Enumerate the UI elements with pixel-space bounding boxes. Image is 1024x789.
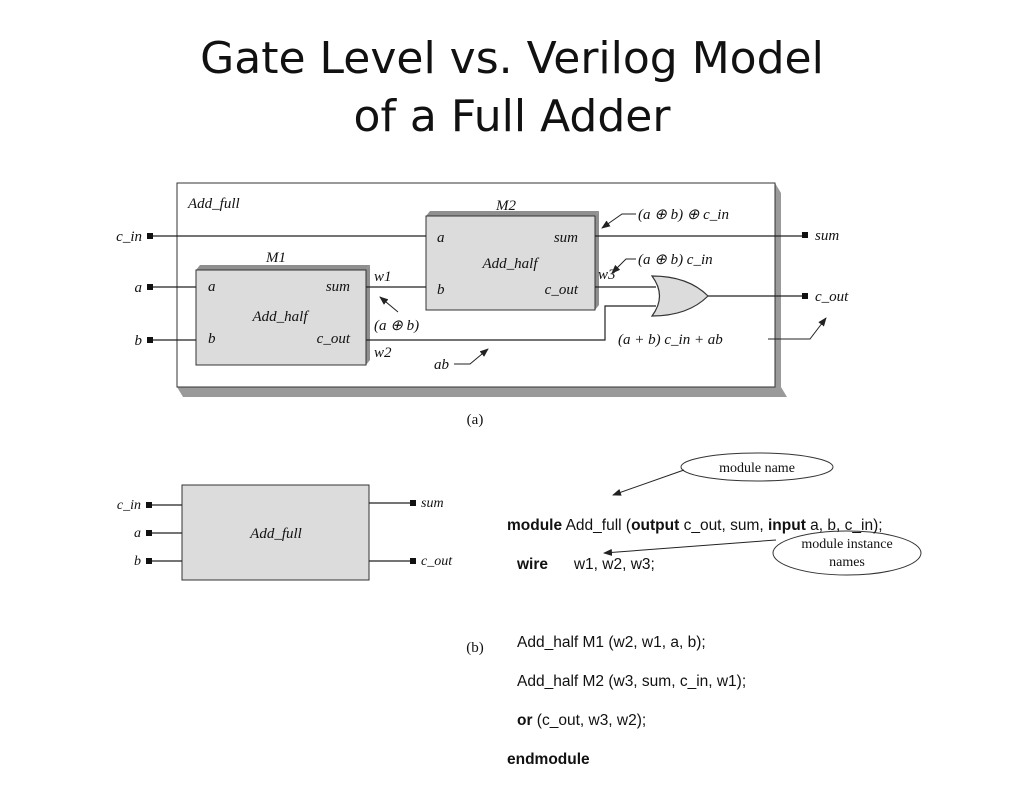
add-full-block (181, 484, 370, 581)
output-label-c-out: c_out (815, 289, 849, 305)
m2-port-sum: sum (554, 230, 578, 246)
callout-module-name (680, 452, 834, 482)
pin-c-in (147, 233, 153, 239)
code-line-5: or (c_out, w3, w2); (517, 711, 647, 729)
module-frame-label: Add_full (187, 196, 240, 212)
b-input-a: a (134, 526, 141, 541)
diagram-b: Add_full c_in a b sum c_out (b) module n… (117, 452, 922, 656)
code-line-1: module Add_full (output c_out, sum, inpu… (507, 516, 883, 534)
full-adder-diagram: Add_full M1 a b sum c_out Add_half M2 a … (116, 182, 922, 656)
title-line-2: of a Full Adder (353, 91, 671, 142)
pin-b-b (146, 558, 152, 564)
pin-b-a (146, 530, 152, 536)
input-label-a: a (135, 280, 143, 296)
m1-port-cout: c_out (317, 331, 351, 347)
code-line-blank (507, 594, 883, 614)
input-label-b: b (135, 333, 143, 349)
m2-type-label: Add_half (482, 256, 540, 272)
callout-instance-line-2: names (829, 555, 865, 570)
annotation-cout-expr: (a + b) c_in + ab (618, 332, 723, 348)
pin-b (147, 337, 153, 343)
output-label-sum: sum (815, 228, 839, 244)
m1-type-label: Add_half (252, 309, 310, 325)
pin-a (147, 284, 153, 290)
code-line-3: Add_half M1 (w2, w1, a, b); (517, 633, 706, 651)
m1-port-sum: sum (326, 279, 350, 295)
frame-shadow-bottom (177, 387, 787, 397)
callout-instance-names (772, 530, 922, 576)
or-gate (650, 275, 709, 317)
annotation-sum-expr: (a ⊕ b) ⊕ c_in (638, 207, 729, 223)
wires-a (153, 235, 802, 341)
b-input-c-in: c_in (117, 498, 141, 513)
pin-sum (802, 232, 808, 238)
wire-label-w1: w1 (374, 269, 392, 285)
caption-a: (a) (467, 412, 484, 428)
m2-port-cout: c_out (545, 282, 579, 298)
pin-c-out (802, 293, 808, 299)
wire-label-w2: w2 (374, 345, 392, 361)
b-input-b: b (134, 554, 141, 569)
pin-b-c-in (146, 502, 152, 508)
slide-title: Gate Level vs. Verilog Model of a Full A… (0, 30, 1024, 146)
verilog-code: module Add_full (output c_out, sum, inpu… (507, 496, 883, 789)
code-line-6: endmodule (507, 750, 590, 768)
b-output-c-out: c_out (421, 554, 453, 569)
m2-instance-label: M2 (495, 198, 516, 214)
m2-port-a: a (437, 230, 445, 246)
input-label-c-in: c_in (116, 229, 142, 245)
annotation-w3-expr: (a ⊕ b) c_in (638, 252, 713, 268)
m1-port-b: b (208, 331, 216, 347)
m1-instance-label: M1 (265, 250, 286, 266)
wire-label-w3: w3 (598, 267, 616, 283)
caption-b: (b) (466, 640, 484, 656)
diagram-a: Add_full M1 a b sum c_out Add_half M2 a … (116, 182, 849, 428)
code-line-2: wire w1, w2, w3; (517, 555, 655, 573)
callout-module-name-text: module name (719, 461, 795, 476)
add-full-block-label: Add_full (249, 526, 302, 542)
frame-shadow-right (775, 183, 781, 397)
title-line-1: Gate Level vs. Verilog Model (200, 33, 824, 84)
m2-port-b: b (437, 282, 445, 298)
half-adder-m1 (195, 269, 367, 366)
code-line-4: Add_half M2 (w3, sum, c_in, w1); (517, 672, 747, 690)
b-output-sum: sum (421, 496, 444, 511)
pin-b-sum (410, 500, 416, 506)
half-adder-m2 (425, 215, 596, 311)
annotation-xor-ab: (a ⊕ b) (374, 318, 419, 334)
annotation-ab: ab (434, 357, 450, 373)
callout-instance-line-1: module instance (801, 537, 892, 552)
pin-b-c-out (410, 558, 416, 564)
m1-port-a: a (208, 279, 216, 295)
